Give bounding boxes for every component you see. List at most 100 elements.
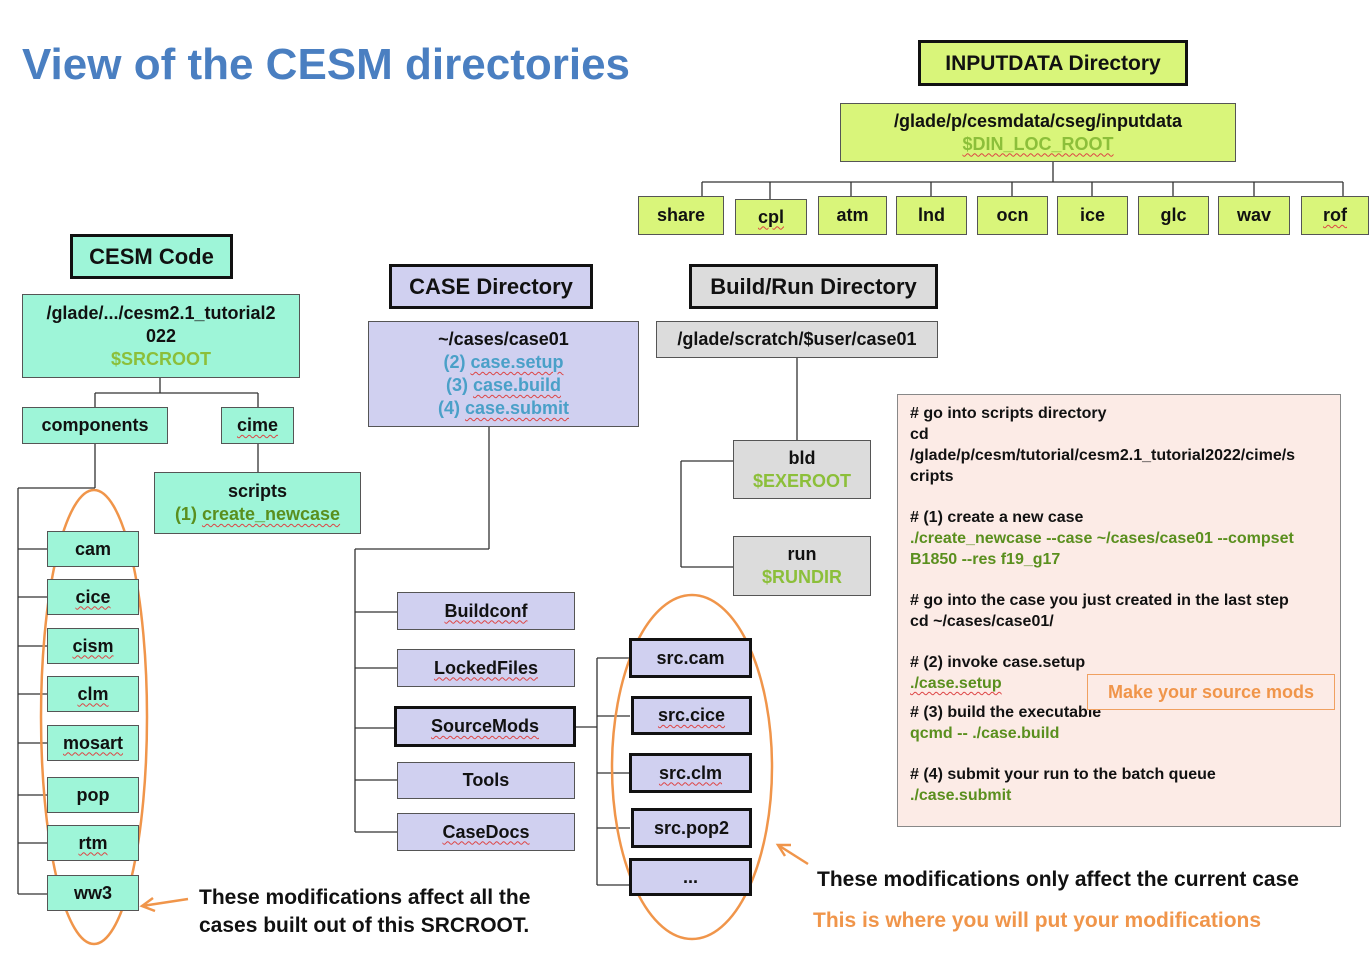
run-box: run $RUNDIR bbox=[733, 536, 871, 596]
src-pop2-label: src.pop2 bbox=[653, 817, 730, 838]
scripts-step: create_newcase bbox=[201, 504, 341, 524]
case-path: ~/cases/case01 bbox=[438, 329, 569, 349]
make-mods-label: Make your source mods bbox=[1107, 681, 1315, 702]
component-ww3-label: ww3 bbox=[73, 882, 112, 903]
case-dir-header-label: CASE Directory bbox=[409, 274, 573, 299]
script-line: cripts bbox=[910, 468, 954, 485]
inputdata-share-label: share bbox=[656, 205, 706, 225]
where-note-line: This is where you will put your modifica… bbox=[813, 909, 1262, 932]
inputdata-cpl: cpl bbox=[735, 199, 807, 235]
bld-var: $EXEROOT bbox=[752, 470, 852, 491]
case-sourcemods: SourceMods bbox=[394, 706, 576, 747]
src-clm-label: src.clm bbox=[658, 762, 723, 783]
src-cam-label: src.cam bbox=[656, 647, 725, 668]
inputdata-var: $DIN_LOC_ROOT bbox=[962, 133, 1114, 154]
sourcemods-src-clm: src.clm bbox=[629, 753, 752, 793]
srcroot-path-2: 022 bbox=[145, 325, 177, 346]
case-step-num-2: (4) bbox=[437, 398, 460, 418]
sourcemods-src-pop2: src.pop2 bbox=[631, 808, 752, 848]
inputdata-atm: atm bbox=[818, 196, 887, 235]
case-step-build: case.build bbox=[472, 375, 562, 395]
component-clm-label: clm bbox=[77, 683, 109, 704]
inputdata-share: share bbox=[638, 196, 724, 235]
script-line: # (2) invoke case.setup bbox=[910, 654, 1086, 671]
case-note-line: These modifications only affect the curr… bbox=[817, 868, 1299, 891]
scripts-step-num: (1) bbox=[174, 504, 197, 524]
srcroot-note-line-1: These modifications affect all the bbox=[199, 886, 531, 909]
case-lockedfiles: LockedFiles bbox=[397, 649, 575, 687]
case-tools: Tools bbox=[397, 762, 575, 799]
component-cice-label: cice bbox=[75, 586, 111, 607]
case-step-num-1: (3) bbox=[445, 375, 468, 395]
case-step-submit: case.submit bbox=[464, 398, 570, 418]
component-cice: cice bbox=[47, 579, 139, 615]
cesm-code-header-label: CESM Code bbox=[89, 244, 214, 269]
components-label: components bbox=[41, 415, 149, 435]
script-command: qcmd -- ./case.build bbox=[910, 725, 1060, 742]
inputdata-wav-label: wav bbox=[1236, 205, 1272, 225]
script-line: # (1) create a new case bbox=[910, 509, 1084, 526]
component-ww3: ww3 bbox=[47, 875, 139, 911]
component-cam-label: cam bbox=[74, 538, 112, 559]
component-rtm-label: rtm bbox=[78, 832, 108, 853]
srcroot-var: $SRCROOT bbox=[110, 348, 211, 369]
inputdata-header: INPUTDATA Directory bbox=[918, 40, 1188, 86]
inputdata-glc: glc bbox=[1138, 196, 1209, 235]
scripts-label: scripts bbox=[227, 481, 288, 501]
component-cism-label: cism bbox=[72, 635, 114, 656]
case-casedocs-label: CaseDocs bbox=[442, 821, 530, 842]
sourcemods-src-cice: src.cice bbox=[631, 696, 752, 735]
script-command: ./create_newcase --case ~/cases/case01 -… bbox=[910, 530, 1294, 547]
inputdata-rof: rof bbox=[1301, 196, 1369, 235]
cime-box: cime bbox=[221, 407, 294, 444]
script-command: ./case.submit bbox=[910, 787, 1012, 804]
scripts-box: scripts (1) create_newcase bbox=[154, 472, 361, 534]
component-mosart: mosart bbox=[47, 725, 139, 761]
srcroot-box: /glade/.../cesm2.1_tutorial2 022 $SRCROO… bbox=[22, 294, 300, 378]
component-clm: clm bbox=[47, 676, 139, 712]
components-box: components bbox=[22, 407, 168, 444]
case-note: These modifications only affect the curr… bbox=[817, 866, 1299, 894]
inputdata-rof-label: rof bbox=[1323, 205, 1347, 225]
inputdata-path-box: /glade/p/cesmdata/cseg/inputdata $DIN_LO… bbox=[840, 103, 1236, 162]
inputdata-ice: ice bbox=[1057, 196, 1128, 235]
where-note: This is where you will put your modifica… bbox=[813, 907, 1261, 935]
srcroot-path-1: /glade/.../cesm2.1_tutorial2 bbox=[46, 302, 276, 323]
inputdata-lnd: lnd bbox=[896, 196, 967, 235]
cime-label: cime bbox=[236, 415, 279, 435]
script-command: B1850 --res f19_g17 bbox=[910, 551, 1061, 568]
inputdata-lnd-label: lnd bbox=[918, 205, 945, 225]
inputdata-glc-label: glc bbox=[1160, 205, 1187, 225]
build-run-path: /glade/scratch/$user/case01 bbox=[677, 329, 917, 349]
script-line: # (4) submit your run to the batch queue bbox=[910, 766, 1216, 783]
inputdata-header-label: INPUTDATA Directory bbox=[945, 51, 1161, 75]
case-path-box: ~/cases/case01 (2) case.setup (3) case.b… bbox=[368, 321, 639, 427]
script-panel: # go into scripts directory cd /glade/p/… bbox=[897, 394, 1341, 827]
inputdata-ocn: ocn bbox=[977, 196, 1048, 235]
page-title: View of the CESM directories bbox=[22, 40, 631, 89]
inputdata-ocn-label: ocn bbox=[996, 205, 1029, 225]
component-pop-label: pop bbox=[76, 784, 110, 805]
case-step-setup: case.setup bbox=[470, 352, 564, 372]
case-buildconf-label: Buildconf bbox=[444, 600, 528, 621]
script-line: cd bbox=[910, 426, 929, 443]
src-cice-label: src.cice bbox=[657, 705, 726, 725]
case-casedocs: CaseDocs bbox=[397, 813, 575, 851]
case-dir-header: CASE Directory bbox=[389, 264, 593, 309]
src-more-label: ... bbox=[682, 866, 698, 887]
case-buildconf: Buildconf bbox=[397, 592, 575, 630]
case-tools-label: Tools bbox=[462, 770, 510, 790]
inputdata-wav: wav bbox=[1218, 196, 1290, 235]
case-step-num-0: (2) bbox=[443, 352, 466, 372]
srcroot-note-line-2: cases built out of this SRCROOT. bbox=[199, 914, 530, 937]
script-line: /glade/p/cesm/tutorial/cesm2.1_tutorial2… bbox=[910, 447, 1296, 464]
inputdata-ice-label: ice bbox=[1079, 205, 1106, 225]
script-line: # (3) build the executable bbox=[910, 704, 1102, 721]
script-line: # go into scripts directory bbox=[910, 405, 1107, 422]
inputdata-atm-label: atm bbox=[836, 205, 869, 225]
build-run-header: Build/Run Directory bbox=[689, 264, 938, 309]
sourcemods-more: ... bbox=[629, 858, 752, 896]
run-var: $RUNDIR bbox=[761, 567, 842, 587]
component-rtm: rtm bbox=[47, 825, 139, 861]
